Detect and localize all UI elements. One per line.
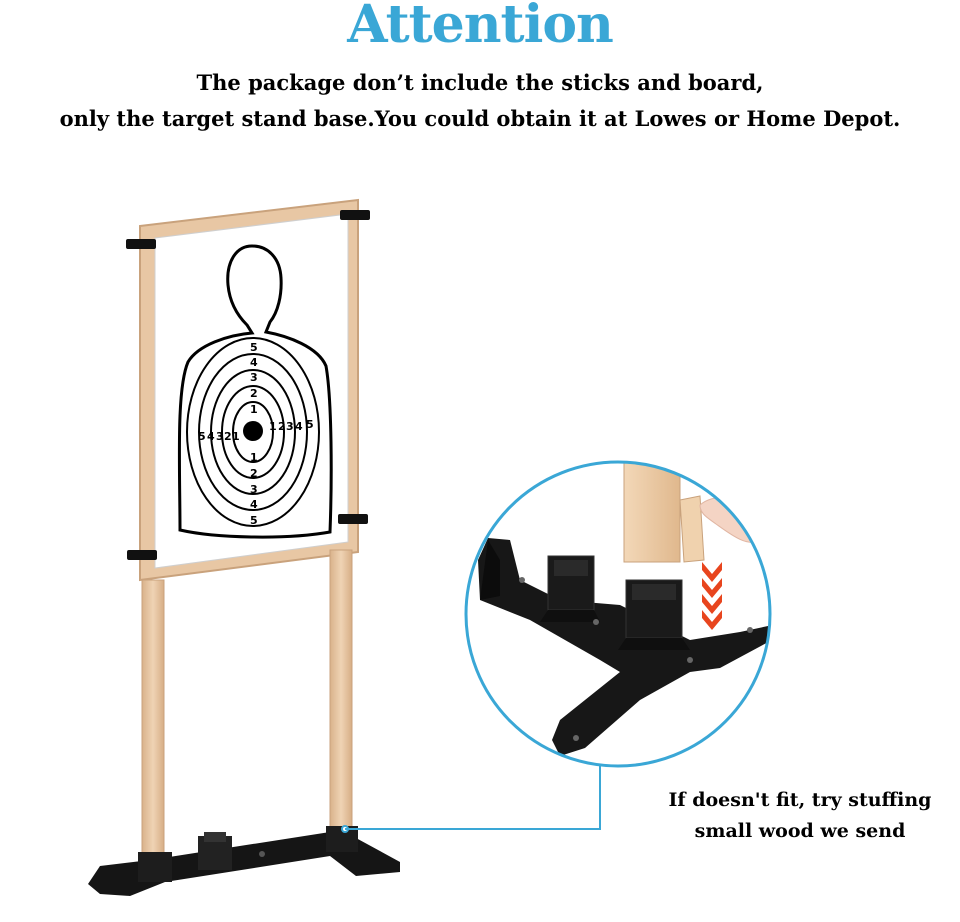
callout-line-1: If doesn't fit, try stuffing bbox=[668, 789, 932, 811]
ring-number-right-4: 4 bbox=[295, 420, 303, 433]
ring-number-right-1: 1 bbox=[269, 420, 277, 433]
ring-number-top-1: 1 bbox=[250, 403, 258, 416]
ring-number-top-3: 3 bbox=[250, 371, 258, 384]
notice-line-1: The package don’t include the sticks and… bbox=[196, 70, 764, 95]
ring-number-bottom-4: 4 bbox=[250, 498, 258, 511]
silhouette-target: 1 2 3 4 5 1 2 3 4 5 1 2 3 4 5 1 2 3 4 5 bbox=[177, 244, 333, 539]
ring-number-bottom-2: 2 bbox=[250, 467, 258, 480]
ring-number-left-3: 3 bbox=[216, 430, 224, 443]
ring-number-bottom-3: 3 bbox=[250, 483, 258, 496]
notice-line-2: only the target stand base.You could obt… bbox=[59, 106, 901, 131]
ring-number-left-2: 2 bbox=[224, 430, 232, 443]
ring-number-left-1: 1 bbox=[232, 430, 240, 443]
ring-number-left-4: 4 bbox=[207, 430, 215, 443]
ring-number-top-4: 4 bbox=[250, 356, 258, 369]
callout-line-2: small wood we send bbox=[694, 820, 906, 842]
ring-number-right-3: 3 bbox=[286, 420, 294, 433]
ring-number-right-2: 2 bbox=[278, 420, 286, 433]
ring-number-bottom-5: 5 bbox=[250, 514, 258, 527]
target-stand-base bbox=[88, 825, 400, 896]
ring-number-right-5: 5 bbox=[306, 418, 314, 431]
ring-number-bottom-1: 1 bbox=[250, 451, 258, 464]
ring-number-left-5: 5 bbox=[198, 430, 206, 443]
ring-number-top-2: 2 bbox=[250, 387, 258, 400]
zoom-circle bbox=[464, 460, 772, 768]
attention-heading: Attention bbox=[347, 0, 614, 55]
wooden-sticks bbox=[141, 549, 353, 866]
board-clips bbox=[126, 210, 370, 560]
ring-number-top-5: 5 bbox=[250, 341, 258, 354]
callout-connector-line bbox=[345, 762, 601, 830]
